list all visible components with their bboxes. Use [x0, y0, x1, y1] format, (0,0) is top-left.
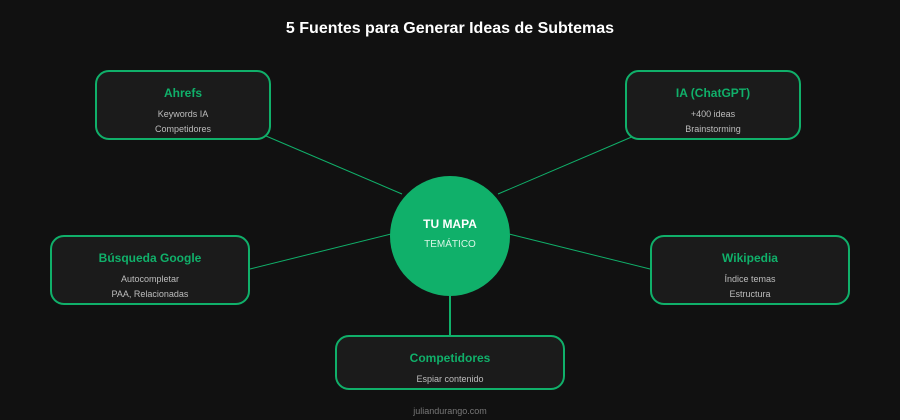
node-ia-chatgpt: IA (ChatGPT) +400 ideas Brainstorming [625, 70, 801, 140]
node-ahrefs: Ahrefs Keywords IA Competidores [95, 70, 271, 140]
node-detail: Keywords IA [157, 109, 209, 119]
connector-wikipedia [508, 233, 651, 270]
node-title: Competidores [409, 351, 491, 365]
connector-ahrefs [265, 135, 403, 195]
node-title: Wikipedia [722, 251, 778, 265]
node-detail: Espiar contenido [416, 374, 484, 384]
node-detail: Competidores [154, 124, 212, 134]
central-topic-circle: TU MAPA TEMÁTICO [390, 176, 510, 296]
node-detail: Índice temas [724, 274, 776, 284]
node-detail: PAA, Relacionadas [111, 289, 189, 299]
footer-credit: juliandurango.com [413, 406, 487, 416]
node-detail: Brainstorming [685, 124, 741, 134]
central-topic-title: TU MAPA [423, 217, 477, 231]
node-detail: Autocompletar [120, 274, 180, 284]
diagram-title: 5 Fuentes para Generar Ideas de Subtemas [285, 20, 615, 37]
node-detail: +400 ideas [690, 109, 736, 119]
node-detail: Estructura [729, 289, 771, 299]
node-competidores: Competidores Espiar contenido [335, 335, 565, 390]
node-title: Ahrefs [163, 86, 202, 100]
node-title: IA (ChatGPT) [675, 86, 751, 100]
node-wikipedia: Wikipedia Índice temas Estructura [650, 235, 850, 305]
node-busqueda-google: Búsqueda Google Autocompletar PAA, Relac… [50, 235, 250, 305]
node-title: Búsqueda Google [98, 251, 202, 265]
central-topic-subtitle: TEMÁTICO [424, 239, 476, 250]
connector-ia [497, 135, 635, 195]
connector-google [249, 233, 392, 270]
